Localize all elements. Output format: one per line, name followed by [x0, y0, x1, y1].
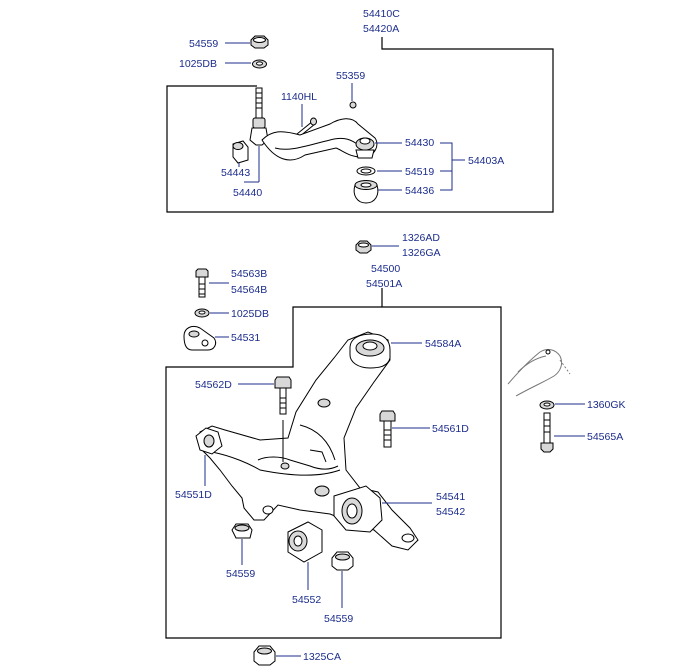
label-54542: 54542	[436, 506, 465, 518]
bolt-54561d	[379, 410, 430, 448]
washer-1025db-mid	[194, 308, 229, 318]
lower-control-arm	[195, 331, 419, 551]
bolt-54563b	[195, 268, 229, 298]
lower-arm-frame	[165, 288, 502, 639]
label-54565a: 54565A	[587, 431, 623, 443]
nut-54559-top	[225, 35, 269, 49]
upper-arm-frame	[166, 37, 554, 213]
nut-54559-bottom	[331, 551, 354, 608]
label-55359: 55359	[336, 70, 365, 82]
label-54501a: 54501A	[366, 278, 402, 290]
bushing-54443	[232, 140, 249, 167]
label-54559-left: 54559	[226, 568, 255, 580]
washer-1360gk	[539, 400, 585, 410]
label-54531: 54531	[231, 332, 260, 344]
clamp-54531	[183, 325, 229, 351]
label-54552: 54552	[292, 594, 321, 606]
label-54559-bottom: 54559	[324, 613, 353, 625]
nut-55359	[349, 83, 357, 109]
bolt-1140hl	[296, 104, 317, 138]
label-1326ad: 1326AD	[402, 232, 440, 244]
washer-54519	[356, 166, 402, 176]
label-54551d: 54551D	[175, 489, 212, 501]
label-54584a: 54584A	[425, 338, 461, 350]
label-54563b: 54563B	[231, 268, 267, 280]
knuckle-reference	[507, 348, 571, 397]
label-54519: 54519	[405, 166, 434, 178]
label-54430: 54430	[405, 137, 434, 149]
nut-1326ad	[355, 240, 399, 254]
nut-1325ca	[253, 645, 301, 666]
washer-1025db-top	[225, 59, 267, 69]
label-1360gk: 1360GK	[587, 399, 626, 411]
bolt-54565a	[540, 412, 585, 453]
label-1025db-mid: 1025DB	[231, 308, 269, 320]
label-1025db-top: 1025DB	[179, 58, 217, 70]
bolt-54562d	[238, 376, 292, 462]
group-bracket-54403a	[440, 142, 465, 191]
label-54440: 54440	[233, 187, 262, 199]
upper-control-arm	[261, 118, 402, 161]
label-54410c: 54410C	[363, 8, 400, 20]
bushing-54552	[287, 521, 323, 590]
label-1140hl: 1140HL	[281, 91, 317, 103]
label-54564b: 54564B	[231, 284, 267, 296]
label-54436: 54436	[405, 185, 434, 197]
washer-54559-left	[231, 523, 253, 565]
label-54562d: 54562D	[195, 379, 232, 391]
label-1325ca: 1325CA	[303, 651, 341, 663]
label-54559-top: 54559	[189, 38, 218, 50]
label-54561d: 54561D	[432, 423, 469, 435]
label-54403a: 54403A	[468, 155, 504, 167]
label-54443: 54443	[221, 167, 250, 179]
label-1326ga: 1326GA	[402, 247, 441, 259]
label-54500: 54500	[371, 263, 400, 275]
label-54420a: 54420A	[363, 23, 399, 35]
label-54541: 54541	[436, 491, 465, 503]
dust-boot-54436	[353, 180, 402, 204]
